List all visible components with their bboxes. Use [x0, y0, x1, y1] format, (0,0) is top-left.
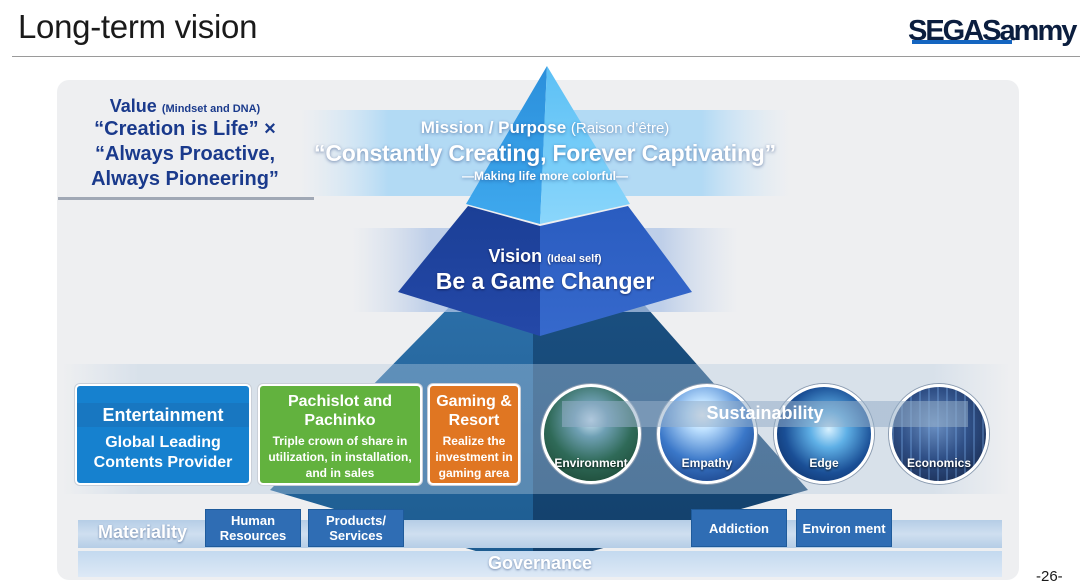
vision-title-line: Vision (Ideal self) [380, 246, 710, 267]
value-title-line: Value (Mindset and DNA) [58, 96, 312, 117]
business-desc: Realize the investment in gaming area [435, 434, 513, 480]
title-divider [12, 56, 1080, 57]
mission-title-line: Mission / Purpose (Raison d’être) [300, 118, 790, 138]
value-title-sub: (Mindset and DNA) [161, 103, 261, 115]
mission-statement: “Constantly Creating, Forever Captivatin… [314, 140, 776, 166]
value-title: Value [109, 96, 157, 116]
business-desc: Triple crown of share in utilization, in… [268, 434, 412, 480]
logo-underline [912, 40, 1012, 44]
business-box-entertainment: Entertainment Global Leading Contents Pr… [75, 384, 251, 485]
value-line-3: Always Pioneering” [91, 168, 279, 190]
pyramid-top-right-face [540, 66, 630, 224]
pyramid-vision-left-face [398, 206, 540, 336]
materiality-item-label: Human Resources [219, 513, 287, 543]
circle-label: Edge [809, 456, 839, 470]
materiality-item-label: Products/ Services [326, 513, 386, 543]
business-box-pachislot: Pachislot and Pachinko Triple crown of s… [258, 384, 422, 485]
segasammy-logo: SEGASammy [908, 16, 1077, 46]
business-title: Pachislot and Pachinko [287, 393, 393, 429]
mission-title-sub: (Raison d’être) [570, 120, 670, 137]
pyramid-vision-right-face [540, 206, 692, 336]
circle-label: Empathy [681, 456, 733, 470]
circle-label: Environment [554, 456, 628, 470]
materiality-item-label: Addiction [709, 520, 769, 536]
sustainability-circle-empathy: Empathy [657, 384, 757, 484]
materiality-label: Materiality [98, 522, 188, 542]
business-title: Entertainment [77, 403, 249, 427]
mission-block: Mission / Purpose (Raison d’être) “Const… [300, 118, 790, 183]
business-desc: Global Leading Contents Provider [93, 434, 233, 471]
materiality-item-environment: Environ ment [796, 509, 892, 547]
vision-statement: Be a Game Changer [435, 268, 655, 294]
governance-band [78, 551, 1002, 577]
sustainability-circle-environment: Environment [541, 384, 641, 484]
value-line-2: “Always Proactive, [94, 143, 276, 165]
mission-subtext: —Making life more colorful— [461, 169, 629, 183]
sustainability-title: Sustainability [706, 403, 824, 423]
vision-title: Vision [488, 246, 543, 266]
sustainability-circle-edge: Edge [774, 384, 874, 484]
materiality-item-products-services: Products/ Services [308, 509, 404, 547]
mission-title: Mission / Purpose [420, 118, 567, 137]
value-underline [58, 197, 314, 200]
business-title: Gaming & Resort [436, 393, 512, 429]
business-box-gaming-resort: Gaming & Resort Realize the investment i… [428, 384, 520, 485]
sustainability-band [562, 401, 968, 427]
pyramid-top-left-face [466, 66, 547, 224]
value-line-1: “Creation is Life” × [94, 118, 276, 140]
circle-label: Economics [906, 456, 972, 470]
materiality-item-label: Environ ment [802, 520, 886, 536]
sustainability-circle-economics: Economics [889, 384, 989, 484]
governance-label: Governance [487, 553, 593, 573]
materiality-item-human-resources: Human Resources [205, 509, 301, 547]
value-block: Value (Mindset and DNA) “Creation is Lif… [58, 96, 312, 192]
vision-block: Vision (Ideal self) Be a Game Changer [380, 246, 710, 295]
materiality-item-addiction: Addiction [691, 509, 787, 547]
page-title: Long-term vision [18, 8, 258, 45]
page-number: -26- [1036, 568, 1063, 585]
vision-title-sub: (Ideal self) [547, 253, 602, 265]
